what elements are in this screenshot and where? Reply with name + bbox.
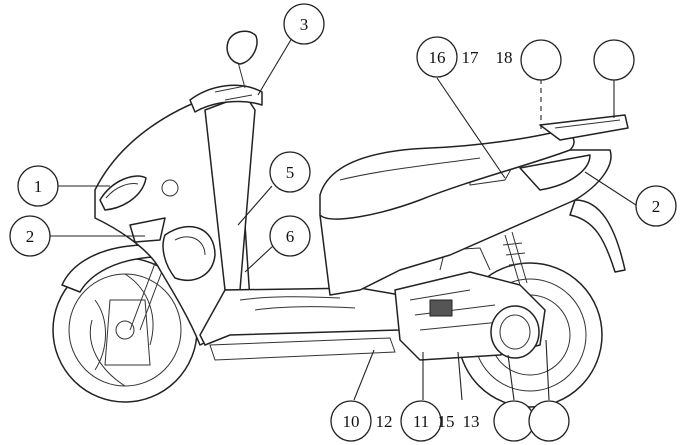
callout-16: 16: [416, 36, 458, 78]
callout-2-rear: 2: [635, 185, 677, 227]
callout-11: 11: [400, 400, 442, 442]
callout-5: 5: [269, 151, 311, 193]
callout-2-rear-label: 2: [652, 197, 661, 216]
callout-11-label: 11: [413, 412, 429, 431]
callout-blank-top-2: [593, 39, 635, 81]
callout-13-label: 13: [463, 412, 480, 431]
mirror-stem: [237, 61, 246, 89]
callout-1: 1: [17, 165, 59, 207]
callout-1-label: 1: [34, 177, 43, 196]
callout-17-label: 17: [462, 48, 480, 67]
callout-blank-bottom-1: [493, 400, 535, 442]
rear-fender: [569, 199, 626, 273]
callout-3: 3: [283, 3, 325, 45]
callout-12-label: 12: [376, 412, 393, 431]
rear-shock: [502, 231, 529, 286]
callout-blank-bottom-2: [528, 400, 570, 442]
headlight: [99, 175, 147, 211]
callout-2-front: 2: [9, 215, 51, 257]
leader-lines: [50, 37, 637, 401]
callout-15-label: 15: [438, 412, 455, 431]
side-indicator: [161, 179, 179, 197]
callout-6-label: 6: [286, 227, 295, 246]
front-side-panel: [162, 225, 216, 281]
callout-6: 6: [269, 215, 311, 257]
mirror: [226, 30, 258, 65]
callout-10-label: 10: [343, 412, 360, 431]
callout-3-label: 3: [300, 15, 309, 34]
rear-side-vent: [519, 154, 591, 191]
callout-18-label: 18: [496, 48, 513, 67]
handlebar: [189, 84, 263, 113]
callout-16-label: 16: [429, 48, 446, 67]
callout-5-label: 5: [286, 163, 295, 182]
front-wheel: [52, 257, 198, 403]
callout-blank-top-1: [520, 39, 562, 81]
floorboard: [199, 287, 401, 346]
callout-10: 10: [330, 400, 372, 442]
engine-unit: [394, 247, 546, 361]
callout-2-front-label: 2: [26, 227, 35, 246]
